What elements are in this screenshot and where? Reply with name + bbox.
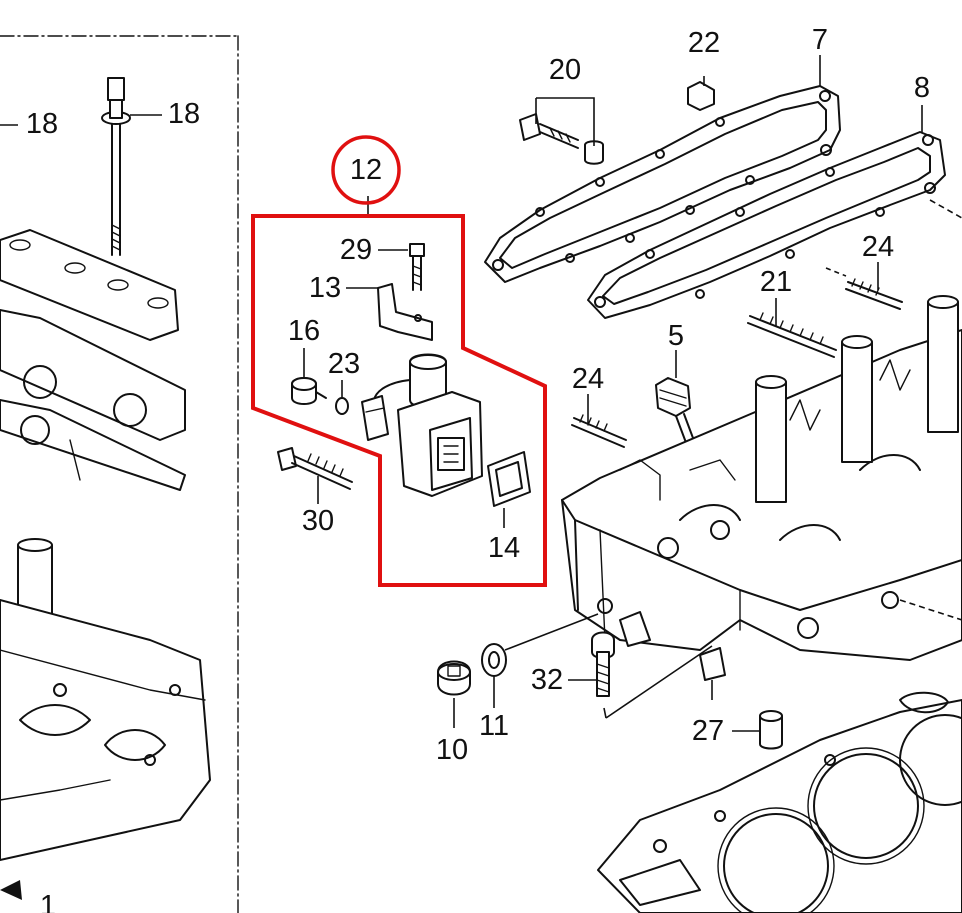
- callout-13: 13: [309, 272, 341, 304]
- stud-21: [747, 312, 837, 358]
- leader-11-to-head: [504, 613, 599, 651]
- bolt-32: [591, 631, 615, 697]
- callout-21: 21: [760, 266, 792, 298]
- stud-24-upper: [825, 267, 903, 310]
- part-22: [687, 76, 715, 111]
- plug-10: [437, 660, 471, 696]
- callout-23: 23: [328, 348, 360, 380]
- callout-5: 5: [668, 320, 684, 352]
- cylinder-head-right: [561, 295, 962, 681]
- callout-18-left: 18: [26, 108, 58, 140]
- callout-29: 29: [340, 234, 372, 266]
- leader-20: [535, 97, 595, 146]
- callout-32: 32: [531, 664, 563, 696]
- stud-bolt-18: [101, 77, 131, 256]
- callout-20: 20: [549, 54, 581, 86]
- bolt-30: [277, 447, 353, 490]
- highlight-circle: [331, 135, 401, 205]
- callout-14: 14: [488, 532, 520, 564]
- callout-8: 8: [914, 72, 930, 104]
- leader-32-diag: [603, 645, 713, 719]
- leader-8-dashed: [929, 199, 962, 219]
- dowel-27: [759, 710, 783, 750]
- callout-12: 12: [350, 154, 382, 186]
- callout-7: 7: [812, 24, 828, 56]
- callout-11: 11: [479, 710, 509, 742]
- stud-24-lower: [571, 414, 627, 448]
- callout-27: 27: [692, 715, 724, 747]
- camshaft-holder-left: [0, 229, 186, 491]
- callout-24-lower: 24: [572, 363, 604, 395]
- callout-1: 1: [40, 890, 56, 913]
- washer-11: [481, 643, 507, 677]
- cylinder-head-left: [0, 538, 211, 900]
- spool-valve-assembly: [291, 243, 531, 507]
- head-cover-gasket-7: [484, 85, 841, 283]
- highlight-box: [251, 214, 547, 587]
- callout-30: 30: [302, 505, 334, 537]
- callout-16: 16: [288, 315, 320, 347]
- callout-10: 10: [436, 734, 468, 766]
- left-panel-border: [0, 35, 239, 913]
- callout-22: 22: [688, 27, 720, 59]
- head-cover-gasket-8: [587, 131, 946, 319]
- head-gasket: [597, 691, 962, 913]
- callout-18-right: 18: [168, 98, 200, 130]
- callout-24-upper: 24: [862, 231, 894, 263]
- part-20-bolts: [519, 113, 604, 165]
